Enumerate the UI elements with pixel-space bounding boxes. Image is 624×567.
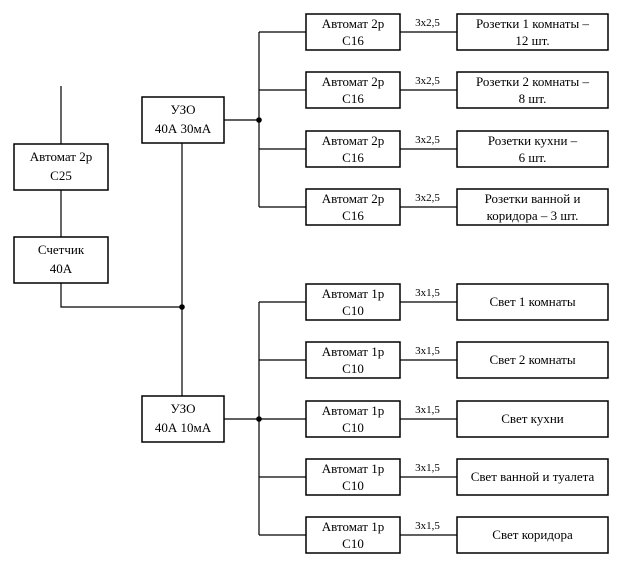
load-label: Свет 2 комнаты	[489, 352, 575, 367]
cable-label: 3х2,5	[415, 75, 440, 87]
breaker-label-2: С16	[342, 91, 364, 106]
rcd-lights: УЗО 40А 10мА	[141, 395, 225, 443]
cable-label: 3х2,5	[415, 17, 440, 29]
cable-label: 3х1,5	[415, 462, 440, 474]
rcd-sockets: УЗО 40А 30мА	[141, 96, 225, 144]
socket-branch-row: Автомат 2р С16 3х2,5 Розетки 1 комнаты – 12 …	[259, 13, 609, 51]
load-label-1: Розетки ванной и	[485, 191, 581, 206]
load-label: Свет 1 комнаты	[489, 294, 575, 309]
socket-load: Розетки ванной и коридора – 3 шт.	[456, 188, 609, 226]
breaker-label-2: С10	[342, 536, 364, 551]
socket-breaker: Автомат 2р С16	[305, 13, 401, 51]
load-label-1: Розетки 1 комнаты –	[476, 16, 589, 31]
rcd-lights-label-1: УЗО	[171, 401, 196, 416]
socket-branch-row: Автомат 2р С16 3х2,5 Розетки 2 комнаты – 8 ш…	[259, 71, 609, 109]
cable-label: 3х2,5	[415, 134, 440, 146]
light-load: Свет 2 комнаты	[456, 341, 609, 379]
rcd-lights-label-2: 40А 10мА	[155, 420, 212, 435]
load-label-1: Розетки 2 комнаты –	[476, 74, 589, 89]
breaker-label-2: С10	[342, 361, 364, 376]
socket-branch-row: Автомат 2р С16 3х2,5 Розетки ванной и коридо…	[259, 188, 609, 226]
load-label-2: 6 шт.	[519, 150, 547, 165]
light-breaker: Автомат 1р С10	[305, 458, 401, 496]
breaker-label-1: Автомат 1р	[322, 461, 384, 476]
socket-breaker: Автомат 2р С16	[305, 130, 401, 168]
load-label: Свет кухни	[501, 411, 564, 426]
breaker-label-1: Автомат 2р	[322, 191, 384, 206]
socket-branch-row: Автомат 2р С16 3х2,5 Розетки кухни – 6 шт.	[259, 130, 609, 168]
load-label: Свет коридора	[492, 527, 573, 542]
load-label-2: 8 шт.	[519, 91, 547, 106]
socket-load: Розетки кухни – 6 шт.	[456, 130, 609, 168]
meter: Счетчик 40А	[13, 236, 109, 284]
cable-label: 3х1,5	[415, 345, 440, 357]
cable-label: 3х2,5	[415, 192, 440, 204]
meter-label-2: 40А	[50, 261, 73, 276]
breaker-label-1: Автомат 2р	[322, 74, 384, 89]
breaker-label-2: С10	[342, 420, 364, 435]
breaker-label-1: Автомат 1р	[322, 403, 384, 418]
breaker-label-2: С10	[342, 478, 364, 493]
breaker-label-1: Автомат 2р	[322, 16, 384, 31]
light-load: Свет кухни	[456, 400, 609, 438]
socket-branch-junction-dot	[256, 117, 262, 123]
main-breaker-label-2: С25	[50, 168, 72, 183]
socket-load: Розетки 2 комнаты – 8 шт.	[456, 71, 609, 109]
breaker-label-1: Автомат 1р	[322, 344, 384, 359]
cable-label: 3х1,5	[415, 287, 440, 299]
main-breaker: Автомат 2р С25	[13, 143, 109, 191]
light-load: Свет ванной и туалета	[456, 458, 609, 496]
socket-breaker: Автомат 2р С16	[305, 71, 401, 109]
light-breaker: Автомат 1р С10	[305, 283, 401, 321]
socket-branches: Автомат 2р С16 3х2,5 Розетки 1 комнаты – 12 …	[224, 13, 609, 226]
breaker-label-2: С16	[342, 208, 364, 223]
socket-breaker: Автомат 2р С16	[305, 188, 401, 226]
breaker-label-2: С16	[342, 33, 364, 48]
breaker-label-2: С10	[342, 303, 364, 318]
breaker-label-1: Автомат 2р	[322, 133, 384, 148]
breaker-label-1: Автомат 1р	[322, 286, 384, 301]
cable-label: 3х1,5	[415, 404, 440, 416]
meter-label-1: Счетчик	[38, 242, 85, 257]
light-load: Свет коридора	[456, 516, 609, 554]
load-label-1: Розетки кухни –	[488, 133, 578, 148]
rcd-sockets-label-1: УЗО	[171, 102, 196, 117]
light-breaker: Автомат 1р С10	[305, 400, 401, 438]
breaker-label-1: Автомат 1р	[322, 519, 384, 534]
cable-label: 3х1,5	[415, 520, 440, 532]
breaker-label-2: С16	[342, 150, 364, 165]
main-breaker-label-1: Автомат 2р	[30, 149, 92, 164]
supply-section: Автомат 2р С25 Счетчик 40А	[13, 86, 185, 396]
bus-junction-dot	[179, 304, 185, 310]
light-breaker: Автомат 1р С10	[305, 341, 401, 379]
meter-bus-line	[60, 283, 182, 308]
rcd-sockets-label-2: 40А 30мА	[155, 121, 212, 136]
socket-load: Розетки 1 комнаты – 12 шт.	[456, 13, 609, 51]
load-label: Свет ванной и туалета	[471, 469, 595, 484]
load-label-2: 12 шт.	[515, 33, 549, 48]
load-label-2: коридора – 3 шт.	[487, 208, 579, 223]
light-load: Свет 1 комнаты	[456, 283, 609, 321]
light-breaker: Автомат 1р С10	[305, 516, 401, 554]
